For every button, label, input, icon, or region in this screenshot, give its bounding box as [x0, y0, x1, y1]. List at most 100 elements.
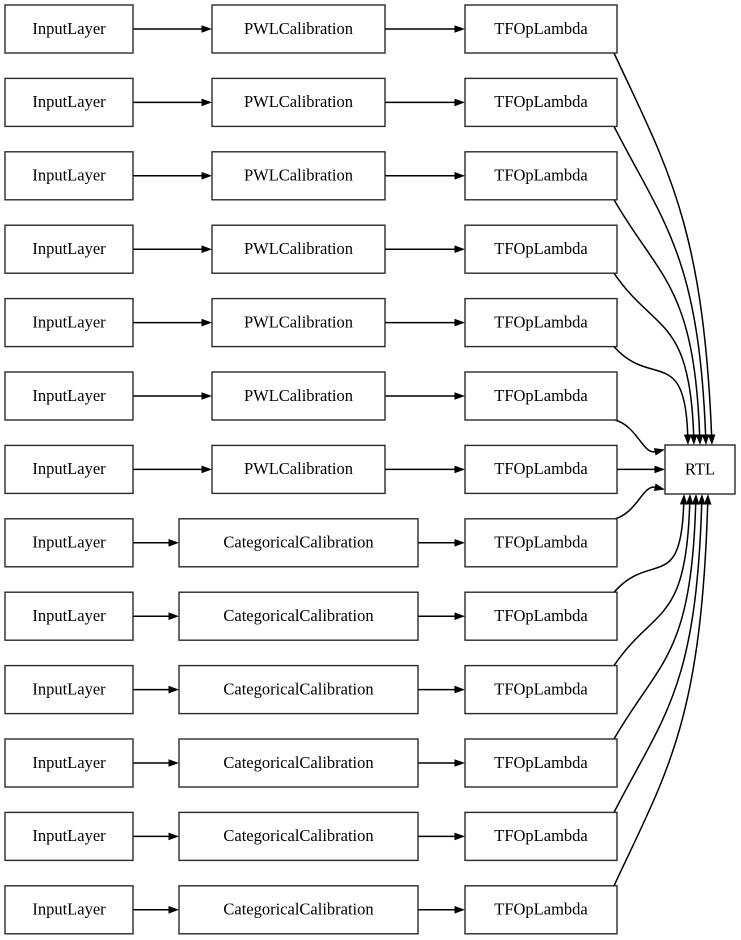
- node-calibration-12-rect[interactable]: [178, 885, 419, 935]
- node-tfoplambda-9-rect[interactable]: [464, 664, 618, 715]
- node-input-layer-5-rect[interactable]: [4, 371, 134, 421]
- node-calibration-1[interactable]: PWLCalibration: [211, 77, 386, 128]
- node-input-layer-11[interactable]: InputLayer: [4, 811, 134, 862]
- node-tfoplambda-2-rect[interactable]: [464, 151, 618, 201]
- node-tfoplambda-10[interactable]: TFOpLambda: [464, 738, 618, 788]
- edge-calibration-to-op-7-arrowhead: [454, 539, 465, 547]
- node-tfoplambda-3[interactable]: TFOpLambda: [464, 224, 618, 274]
- node-tfoplambda-7-rect[interactable]: [464, 518, 618, 568]
- node-calibration-10[interactable]: CategoricalCalibration: [178, 738, 419, 788]
- node-calibration-5-rect[interactable]: [211, 371, 386, 421]
- node-calibration-6-rect[interactable]: [211, 444, 386, 495]
- node-tfoplambda-2[interactable]: TFOpLambda: [464, 151, 618, 201]
- node-tfoplambda-11[interactable]: TFOpLambda: [464, 811, 618, 862]
- edge-input-to-calibration-8: [133, 612, 179, 620]
- node-tfoplambda-10-rect[interactable]: [464, 738, 618, 788]
- node-input-layer-9[interactable]: InputLayer: [4, 664, 134, 715]
- node-tfoplambda-6-rect[interactable]: [464, 444, 618, 495]
- node-calibration-3-rect[interactable]: [211, 224, 386, 274]
- node-input-layer-4-rect[interactable]: [4, 297, 134, 348]
- node-calibration-6-label: PWLCalibration: [244, 459, 353, 478]
- node-tfoplambda-8-label: TFOpLambda: [494, 606, 588, 625]
- node-tfoplambda-1[interactable]: TFOpLambda: [464, 77, 618, 128]
- node-tfoplambda-4-label: TFOpLambda: [494, 312, 588, 331]
- node-input-layer-8[interactable]: InputLayer: [4, 591, 134, 641]
- node-tfoplambda-4-rect[interactable]: [464, 297, 618, 348]
- edge-calibration-to-op-1: [385, 98, 465, 107]
- node-input-layer-3-rect[interactable]: [4, 224, 134, 274]
- node-calibration-8[interactable]: CategoricalCalibration: [178, 591, 419, 641]
- node-calibration-0-rect[interactable]: [211, 4, 386, 54]
- node-calibration-6[interactable]: PWLCalibration: [211, 444, 386, 495]
- edge-input-to-calibration-1: [133, 98, 212, 107]
- node-calibration-7[interactable]: CategoricalCalibration: [178, 518, 419, 568]
- node-tfoplambda-11-rect[interactable]: [464, 811, 618, 862]
- node-calibration-5[interactable]: PWLCalibration: [211, 371, 386, 421]
- node-calibration-2[interactable]: PWLCalibration: [211, 151, 386, 201]
- edges-layer: [133, 25, 716, 914]
- node-input-layer-4[interactable]: InputLayer: [4, 297, 134, 348]
- node-calibration-11[interactable]: CategoricalCalibration: [178, 811, 419, 862]
- node-input-layer-1-rect[interactable]: [4, 77, 134, 128]
- edge-op-to-rtl-6: [617, 465, 665, 474]
- node-calibration-8-rect[interactable]: [178, 591, 419, 641]
- node-input-layer-2-rect[interactable]: [4, 151, 134, 201]
- node-input-layer-12[interactable]: InputLayer: [4, 885, 134, 935]
- node-calibration-4-rect[interactable]: [211, 297, 386, 348]
- edge-input-to-calibration-7: [133, 539, 179, 547]
- node-tfoplambda-6[interactable]: TFOpLambda: [464, 444, 618, 495]
- node-calibration-2-rect[interactable]: [211, 151, 386, 201]
- node-calibration-0[interactable]: PWLCalibration: [211, 4, 386, 54]
- node-input-layer-9-rect[interactable]: [4, 664, 134, 715]
- node-input-layer-3[interactable]: InputLayer: [4, 224, 134, 274]
- edge-calibration-to-op-12: [418, 906, 465, 914]
- node-calibration-9-rect[interactable]: [178, 664, 419, 715]
- node-input-layer-1[interactable]: InputLayer: [4, 77, 134, 128]
- node-calibration-3[interactable]: PWLCalibration: [211, 224, 386, 274]
- node-rtl-rect[interactable]: [664, 444, 736, 495]
- node-input-layer-7-rect[interactable]: [4, 518, 134, 568]
- node-tfoplambda-7[interactable]: TFOpLambda: [464, 518, 618, 568]
- node-rtl[interactable]: RTL: [664, 444, 736, 495]
- node-calibration-2-label: PWLCalibration: [244, 166, 353, 185]
- node-tfoplambda-12-rect[interactable]: [464, 885, 618, 935]
- node-tfoplambda-8[interactable]: TFOpLambda: [464, 591, 618, 641]
- node-calibration-1-rect[interactable]: [211, 77, 386, 128]
- node-tfoplambda-5[interactable]: TFOpLambda: [464, 371, 618, 421]
- node-tfoplambda-3-rect[interactable]: [464, 224, 618, 274]
- node-input-layer-11-rect[interactable]: [4, 811, 134, 862]
- node-input-layer-10-rect[interactable]: [4, 738, 134, 788]
- edge-input-to-calibration-10: [133, 759, 179, 767]
- node-input-layer-6[interactable]: InputLayer: [4, 444, 134, 495]
- node-calibration-11-rect[interactable]: [178, 811, 419, 862]
- node-input-layer-0[interactable]: InputLayer: [4, 4, 134, 54]
- node-input-layer-2[interactable]: InputLayer: [4, 151, 134, 201]
- node-tfoplambda-1-rect[interactable]: [464, 77, 618, 128]
- node-input-layer-0-label: InputLayer: [32, 19, 106, 38]
- edge-op-to-rtl-7-curve: [614, 486, 656, 520]
- node-tfoplambda-9[interactable]: TFOpLambda: [464, 664, 618, 715]
- node-input-layer-5[interactable]: InputLayer: [4, 371, 134, 421]
- node-input-layer-8-rect[interactable]: [4, 591, 134, 641]
- node-calibration-9[interactable]: CategoricalCalibration: [178, 664, 419, 715]
- node-input-layer-12-label: InputLayer: [32, 900, 106, 919]
- node-tfoplambda-4[interactable]: TFOpLambda: [464, 297, 618, 348]
- node-calibration-7-rect[interactable]: [178, 518, 419, 568]
- node-calibration-4[interactable]: PWLCalibration: [211, 297, 386, 348]
- node-calibration-10-rect[interactable]: [178, 738, 419, 788]
- node-tfoplambda-3-label: TFOpLambda: [494, 239, 588, 258]
- node-input-layer-0-rect[interactable]: [4, 4, 134, 54]
- node-input-layer-10[interactable]: InputLayer: [4, 738, 134, 788]
- node-input-layer-12-rect[interactable]: [4, 885, 134, 935]
- node-tfoplambda-8-rect[interactable]: [464, 591, 618, 641]
- node-tfoplambda-12[interactable]: TFOpLambda: [464, 885, 618, 935]
- edge-op-to-rtl-12: [613, 494, 712, 887]
- node-tfoplambda-0[interactable]: TFOpLambda: [464, 4, 618, 54]
- node-tfoplambda-5-rect[interactable]: [464, 371, 618, 421]
- node-calibration-12[interactable]: CategoricalCalibration: [178, 885, 419, 935]
- node-input-layer-7[interactable]: InputLayer: [4, 518, 134, 568]
- edge-input-to-calibration-6-arrowhead: [201, 465, 212, 474]
- node-input-layer-6-rect[interactable]: [4, 444, 134, 495]
- node-tfoplambda-0-rect[interactable]: [464, 4, 618, 54]
- edge-input-to-calibration-9-arrowhead: [168, 685, 179, 694]
